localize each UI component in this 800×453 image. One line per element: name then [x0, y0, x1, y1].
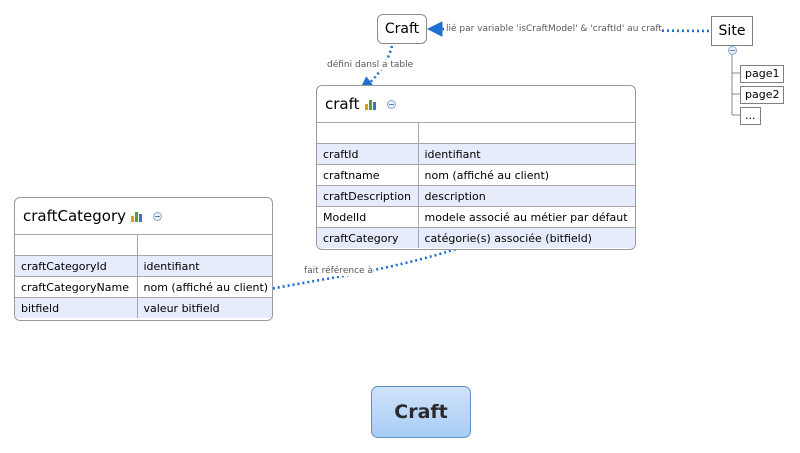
connector-site-to-craft: [426, 21, 710, 37]
craftcategory-table-grid: craftCategoryId identifiant craftCategor…: [15, 234, 272, 318]
craftcategory-table-node[interactable]: craftCategory craftCategoryId identifian…: [14, 197, 273, 321]
table-row: ModelId modele associé au métier par déf…: [317, 206, 635, 228]
label-craft-to-table: défini dansl a table: [327, 60, 414, 70]
site-child-more[interactable]: ...: [740, 107, 761, 125]
central-topic-node[interactable]: Craft: [371, 386, 471, 438]
label-site-to-craft: lié par variable 'isCraftModel' & 'craft…: [446, 24, 662, 34]
table-row: craftCategory catégorie(s) associée (bit…: [317, 227, 635, 248]
site-child-label: page2: [745, 88, 780, 101]
craftcategory-table-title: craftCategory: [23, 207, 127, 225]
table-row: craftId identifiant: [317, 143, 635, 165]
craft-table-node[interactable]: craft craftId identifiant craftname nom …: [316, 85, 636, 250]
field-description: valeur bitfield: [136, 297, 272, 318]
field-name: craftCategoryName: [15, 276, 137, 298]
site-child-label: ...: [745, 109, 756, 122]
site-collapse-icon[interactable]: [728, 46, 737, 55]
collapse-icon[interactable]: [153, 211, 163, 221]
site-tree-lines: [731, 54, 740, 116]
site-label: Site: [718, 23, 746, 39]
table-row: bitfield valeur bitfield: [15, 297, 272, 318]
field-name: bitfield: [15, 297, 137, 318]
craft-table-grid: craftId identifiant craftname nom (affic…: [317, 122, 635, 248]
site-child-label: page1: [745, 67, 780, 80]
field-name: ModelId: [317, 206, 418, 228]
craftcategory-table-header: craftCategory: [15, 198, 272, 234]
table-row: craftCategoryId identifiant: [15, 255, 272, 277]
field-description: nom (affiché au client): [417, 164, 635, 186]
table-row: craftDescription description: [317, 185, 635, 207]
craft-topic-node[interactable]: Craft: [377, 14, 427, 44]
table-row: [317, 122, 635, 144]
field-name: craftCategory: [317, 227, 418, 248]
table-row: craftname nom (affiché au client): [317, 164, 635, 186]
field-description: identifiant: [136, 255, 272, 277]
connector-table-reference: [221, 244, 466, 303]
site-child-page2[interactable]: page2: [740, 86, 785, 104]
site-child-page1[interactable]: page1: [740, 65, 785, 83]
field-description: nom (affiché au client): [136, 276, 272, 298]
field-name: craftname: [317, 164, 418, 186]
chart-icon: [364, 98, 379, 110]
field-name: craftDescription: [317, 185, 418, 207]
field-description: description: [417, 185, 635, 207]
table-row: [15, 234, 272, 256]
field-name: craftCategoryId: [15, 255, 137, 277]
craft-table-title: craft: [325, 95, 360, 113]
field-description: identifiant: [417, 143, 635, 165]
connector-craft-to-table: [358, 45, 394, 92]
site-node[interactable]: Site: [711, 16, 753, 46]
craft-table-header: craft: [317, 86, 635, 122]
field-description: catégorie(s) associée (bitfield): [417, 227, 635, 248]
craft-topic-label: Craft: [384, 21, 420, 37]
table-row: craftCategoryName nom (affiché au client…: [15, 276, 272, 298]
chart-icon: [131, 210, 145, 222]
field-name: craftId: [317, 143, 418, 165]
label-table-reference: fait référence à: [304, 266, 373, 276]
collapse-icon[interactable]: [386, 99, 396, 109]
field-description: modele associé au métier par défaut: [417, 206, 635, 228]
central-topic-label: Craft: [394, 401, 448, 423]
